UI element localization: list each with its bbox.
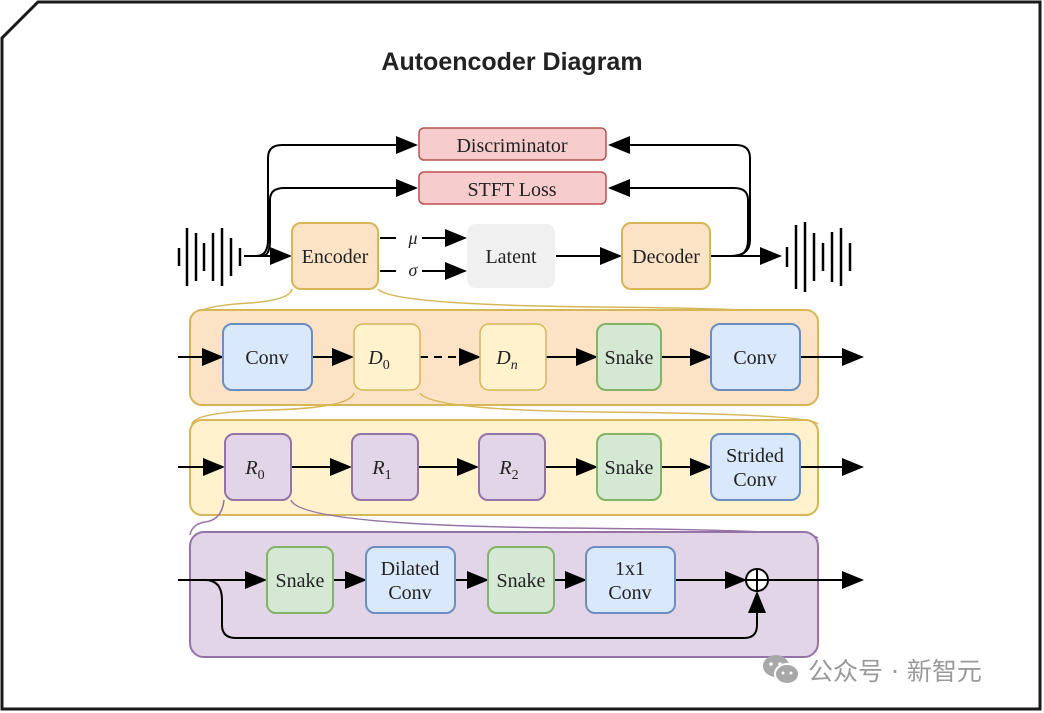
snake-label-2: Snake xyxy=(605,457,654,479)
svg-text:R1: R1 xyxy=(371,457,391,483)
conv-label-2: Conv xyxy=(733,347,776,369)
mu-label: μ xyxy=(407,228,417,248)
encoder-box: Encoder xyxy=(291,222,379,290)
dn-subscript: n xyxy=(511,358,518,373)
conv-block-2: Conv xyxy=(710,323,801,391)
r1-label: R xyxy=(371,457,384,479)
stft-loss-label: STFT Loss xyxy=(467,179,556,201)
label-line: Conv xyxy=(388,582,431,604)
r2-label: R xyxy=(498,457,511,479)
label-line: Conv xyxy=(608,582,651,604)
snake-block-1: Snake xyxy=(596,323,662,391)
r1-block: R1 xyxy=(351,433,419,501)
input-waveform-icon xyxy=(177,228,242,286)
diagram-title: Autoencoder Diagram xyxy=(381,48,643,76)
r2-subscript: 2 xyxy=(512,468,519,483)
r0-block: R0 xyxy=(224,433,292,501)
svg-text:Dn: Dn xyxy=(495,347,517,373)
label-line: Strided xyxy=(726,445,784,467)
decoder-label: Decoder xyxy=(632,246,700,268)
d0-subscript: 0 xyxy=(383,358,390,373)
conv-label-1: Conv xyxy=(245,347,288,369)
snake-label-4: Snake xyxy=(497,570,546,592)
latent-label: Latent xyxy=(485,246,537,268)
snake-block-3: Snake xyxy=(266,546,334,614)
conv-block-1: Conv xyxy=(222,323,313,391)
r1-subscript: 1 xyxy=(385,468,392,483)
snake-block-2: Snake xyxy=(596,433,662,501)
discriminator-box: Discriminator xyxy=(418,127,607,161)
svg-text:R0: R0 xyxy=(244,457,264,483)
sigma-label: σ xyxy=(409,260,419,280)
d0-label: D xyxy=(367,347,383,369)
dn-block: Dn xyxy=(479,323,547,391)
r0-subscript: 0 xyxy=(258,468,265,483)
latent-box: Latent xyxy=(467,224,555,288)
stft-loss-box: STFT Loss xyxy=(418,171,607,205)
snake-label-1: Snake xyxy=(605,347,654,369)
output-waveform-icon xyxy=(785,222,852,292)
r0-label: R xyxy=(244,457,257,479)
decoder-box: Decoder xyxy=(621,222,711,290)
watermark-text: 公众号 · 新智元 xyxy=(808,657,982,686)
encoder-label: Encoder xyxy=(302,246,369,268)
d0-block: D0 xyxy=(353,323,421,391)
watermark: 公众号 · 新智元 xyxy=(762,652,982,688)
label-line: Dilated xyxy=(381,558,440,580)
label-line: 1x1 xyxy=(615,558,645,580)
dn-label: D xyxy=(495,347,511,369)
label-line: Conv xyxy=(733,469,776,491)
r2-block: R2 xyxy=(478,433,546,501)
wechat-icon xyxy=(763,655,800,685)
snake-label-3: Snake xyxy=(276,570,325,592)
discriminator-label: Discriminator xyxy=(456,135,567,157)
sum-node-icon xyxy=(745,568,769,592)
callout-d0 xyxy=(191,392,819,425)
snake-block-4: Snake xyxy=(487,546,555,614)
svg-text:D0: D0 xyxy=(367,347,389,373)
svg-text:R2: R2 xyxy=(498,457,518,483)
